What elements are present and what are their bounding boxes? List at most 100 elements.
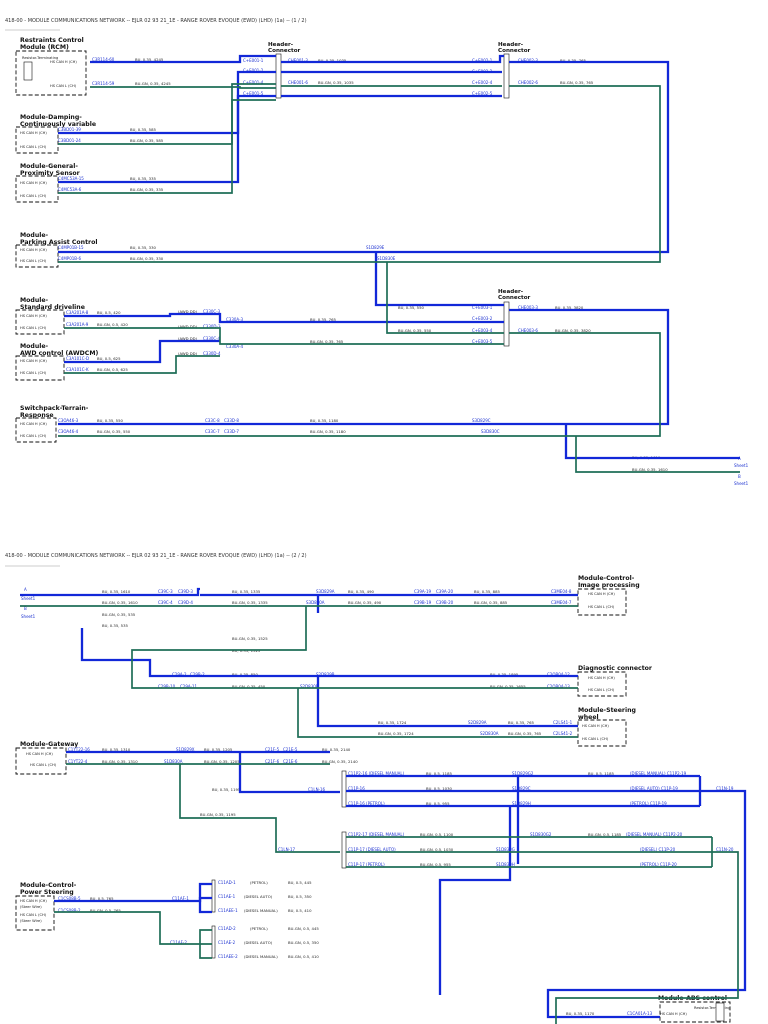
diagnostic-connector: Diagnostic connector HS CAN H (CH) HS CA…: [577, 665, 653, 697]
driveline-conn-h: C3A201A-8: [66, 310, 89, 315]
top-s1: S3D829A: [316, 589, 335, 594]
damping-conn-l: C3BD01-24: [58, 138, 81, 143]
mid-w6: BU-GN, 0.35, 1655: [490, 684, 526, 689]
svg-text:Header-: Header-: [498, 42, 524, 48]
parking-wire-h: BU, 0.35, 330: [130, 245, 156, 250]
gateway-c2: C21E-5: [283, 747, 298, 752]
gateway-conn-h: C1YT22-16: [68, 747, 90, 752]
power-steering-rows: C11AD-1 (PETROL) BU, 0.5, 445 C11AE-1 (D…: [211, 879, 319, 959]
awd-tag-4: (AWD DD): [178, 351, 198, 356]
steering-s1: S2D829A: [468, 720, 487, 725]
h3-out-l: CHE003-6: [518, 328, 538, 333]
svg-text:C11P-17 (DIESEL AUTO): C11P-17 (DIESEL AUTO): [348, 847, 396, 852]
svg-text:HS CAN L (CH): HS CAN L (CH): [588, 605, 615, 609]
svg-text:Response: Response: [20, 412, 54, 419]
proximity-conn-l: C4MC53A-6: [58, 187, 82, 192]
h3-wire-h: BU, 0.35, 3820: [555, 305, 584, 310]
svg-text:Connector: Connector: [498, 48, 531, 54]
top-c1: C39C-3: [158, 589, 173, 594]
sheet-out-b: B: [738, 474, 741, 479]
top-w9: BU, 0.35, 885: [474, 589, 500, 594]
svg-text:C11AE-1: C11AE-1: [218, 894, 236, 899]
terrain-w2: BU-GN, 0.35, 1180: [310, 429, 346, 434]
svg-text:S1D829C: S1D829C: [512, 786, 531, 791]
svg-text:(PETROL) C11P-19: (PETROL) C11P-19: [630, 801, 667, 806]
sheet-in-label-b: Sheet1: [21, 614, 36, 619]
svg-text:HS CAN H (CH): HS CAN H (CH): [20, 314, 47, 318]
rcm-conn-h: C3R114-60: [92, 57, 115, 62]
module-standard-driveline: Module- Standard driveline HS CAN H (CH)…: [15, 297, 85, 335]
svg-text:HS CAN H (CH): HS CAN H (CH): [582, 724, 609, 728]
sheet-in-b: B: [24, 606, 27, 611]
driveline-conn-l: C3A201A-9: [66, 322, 89, 327]
mid-w4: BU-GN, 0.35, 450: [232, 684, 266, 689]
gateway-w5: BU, 0.35, 2140: [322, 747, 351, 752]
svg-text:HS CAN H (CH): HS CAN H (CH): [20, 899, 47, 903]
top-c8: C39B-20: [436, 600, 454, 605]
top-c3: C39C-4: [158, 600, 173, 605]
awd-tag-1: (AWD DD): [178, 309, 198, 314]
engine-can-l-group: C11P2-17 (DIESEL MANUAL) BU-GN, 0.5, 110…: [341, 831, 734, 869]
h3-pin-1: C+E003-1: [472, 305, 493, 310]
awdcm-wire-l: BU-GN, 0.5, 625: [97, 367, 128, 372]
svg-text:AWD control (AWDCM): AWD control (AWDCM): [20, 350, 98, 357]
steering-e1: C2LS41-1: [553, 720, 573, 725]
svg-text:Image processing: Image processing: [578, 582, 640, 589]
sheet-in-label-a: Sheet1: [21, 596, 36, 601]
top-c5: C39A-19: [414, 589, 432, 594]
svg-text:BU, 0.5, 445: BU, 0.5, 445: [288, 880, 312, 885]
parking-splice-h: S1D829E: [366, 245, 385, 250]
svg-text:HS CAN L (CH): HS CAN L (CH): [20, 326, 47, 330]
awd-tag-3: (AWD DD): [178, 336, 198, 341]
page1-can-l-wires: [58, 83, 740, 473]
abs-conn-h: C1CA01A-13: [627, 1011, 653, 1016]
svg-text:HS CAN L (CH): HS CAN L (CH): [30, 763, 57, 767]
svg-text:C11P-16: C11P-16: [348, 786, 365, 791]
page2-title: 418-00 - MODULE COMMUNICATIONS NETWORK -…: [5, 553, 307, 559]
svg-text:wheel: wheel: [578, 714, 599, 721]
steering-w3: BU, 0.35, 765: [508, 720, 534, 725]
mid-s1: S2D829B: [316, 672, 335, 677]
sheet-out-w2: BU-GN, 0.35, 1610: [632, 467, 668, 472]
gateway-s1: S1D829X: [176, 747, 195, 752]
gateway-wire-h: BU, 0.35, 1310: [102, 747, 131, 752]
power-conn-l: C1CS08B-2: [58, 908, 81, 913]
abs-wire-h: BU, 0.35, 1170: [566, 1011, 595, 1016]
gateway-w8: BU-GN, 0.35, 1195: [200, 812, 236, 817]
awdcm-conn-l: C3A101C-K: [66, 367, 89, 372]
svg-text:C11P2-17 (DIESEL MANUAL): C11P2-17 (DIESEL MANUAL): [348, 832, 405, 837]
svg-text:BU-GN, 0.5, 445: BU-GN, 0.5, 445: [288, 926, 319, 931]
svg-text:Continuously variable: Continuously variable: [20, 121, 96, 128]
svg-text:Connector: Connector: [498, 295, 531, 301]
h3-in-l: BU-GN, 0.35, 550: [398, 328, 432, 333]
svg-text:C11P2-16 (DIESEL MANUAL): C11P2-16 (DIESEL MANUAL): [348, 771, 405, 776]
h1-pin-4: C+E001-4: [243, 80, 264, 85]
svg-text:S1D829G2: S1D829G2: [512, 771, 534, 776]
steering-s2: S2D830A: [480, 731, 499, 736]
awd-s1: C330A-3: [226, 317, 244, 322]
top-s2: S3D830A: [306, 600, 325, 605]
gateway-w3: BU, 0.35, 1205: [204, 747, 233, 752]
svg-text:BU-GN, 0.5, 1030: BU-GN, 0.5, 1030: [420, 847, 454, 852]
top-w2: BU-GN, 0.35, 1610: [102, 600, 138, 605]
svg-text:(DIESEL AUTO) C11P-19: (DIESEL AUTO) C11P-19: [630, 786, 678, 791]
awd-c2: C330D-3: [203, 324, 221, 329]
svg-text:HS CAN H (CH): HS CAN H (CH): [20, 131, 47, 135]
svg-text:BU, 0.5, 1185: BU, 0.5, 1185: [426, 771, 452, 776]
page2-can-l-wires: [20, 605, 739, 1024]
terrain-wire-l: BU-GN, 0.35, 550: [97, 429, 131, 434]
svg-text:(PETROL): (PETROL): [250, 880, 268, 885]
svg-text:C11AE-2: C11AE-2: [218, 940, 236, 945]
mid-e1: C2OB04-12: [547, 672, 570, 677]
module-rcm: Restraints Control Module (RCM) Resistor…: [15, 37, 87, 96]
steering-e2: C2LS41-2: [553, 731, 573, 736]
proximity-wire-h: BU, 0.35, 335: [130, 176, 156, 181]
damping-conn-h: C3BD01-39: [58, 127, 81, 132]
svg-text:HS CAN H (CH): HS CAN H (CH): [660, 1012, 687, 1016]
h2-out-l: CHE002-6: [518, 80, 538, 85]
h2-wire-h: BU, 0.35, 765: [560, 58, 586, 63]
awdcm-wire-h: BU, 0.5, 625: [97, 356, 121, 361]
svg-text:C11P-17 (PETROL): C11P-17 (PETROL): [348, 862, 385, 867]
h3-wire-l: BU-GN, 0.35, 3820: [555, 328, 591, 333]
terrain-conn-l: C3OA46-4: [58, 429, 79, 434]
